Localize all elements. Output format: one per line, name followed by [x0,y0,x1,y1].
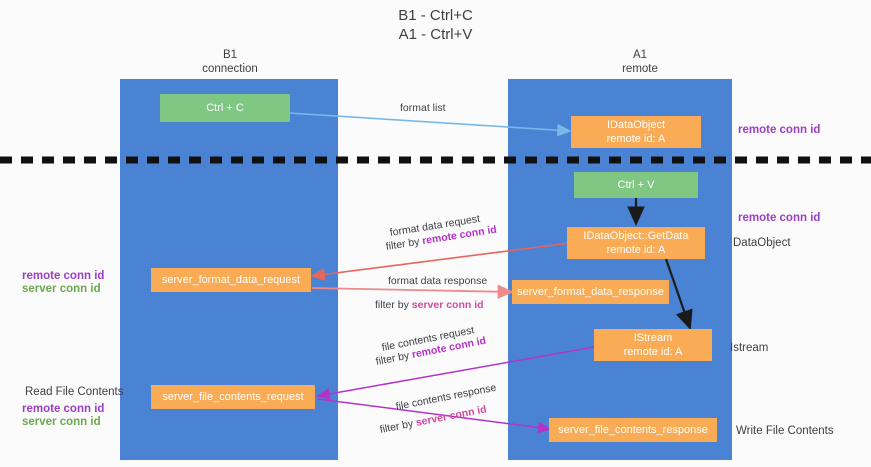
box-idataobject-getdata-subtitle: remote id: A [606,244,666,256]
edge-label-format-data-response-filter: filter by server conn id [375,298,484,313]
filter-prefix: filter by [375,299,409,311]
page-title: B1 - Ctrl+C A1 - Ctrl+V [0,6,871,44]
column-header-b1: B1 connection [150,48,310,76]
right-annotation-data-object: DataObject [733,237,791,249]
column-header-b1-name: B1 [222,49,238,61]
right-annotation-istream: Istream [730,342,769,354]
box-ctrl-c[interactable]: Ctrl + C [160,94,290,122]
box-istream-subtitle: remote id: A [623,346,683,358]
right-annotation-write-file-contents: Write File Contents [736,425,834,437]
box-istream-title: IStream [633,332,673,344]
box-istream[interactable]: IStream remote id: A [594,329,712,361]
box-server-format-data-request[interactable]: server_format_data_request [151,268,311,292]
left-annotation-file-remote-conn-id: remote conn id [22,403,105,415]
title-line-1: B1 - Ctrl+C [398,7,473,24]
box-idataobject-getdata-title: IDataObject::GetData [583,230,689,242]
box-server-file-contents-request-label: server_file_contents_request [162,391,304,403]
edge-label-format-list: format list [400,101,446,116]
left-annotation-file-server-conn-id: server conn id [22,416,101,428]
filter-prefix: filter by [384,235,421,253]
box-ctrl-c-label: Ctrl + C [206,102,244,114]
box-idataobject-title: IDataObject [606,119,666,131]
filter-prefix: filter by [374,349,411,368]
left-annotation-read-file-contents: Read File Contents [25,386,124,398]
edge-label-format-data-response: format data response [388,274,487,289]
box-idataobject[interactable]: IDataObject remote id: A [571,116,701,148]
box-idataobject-getdata[interactable]: IDataObject::GetData remote id: A [567,227,705,259]
box-server-file-contents-response[interactable]: server_file_contents_response [549,418,717,442]
column-header-a1-role: remote [622,63,658,75]
box-ctrl-v-label: Ctrl + V [617,179,655,191]
right-annotation-remote-conn-id-mid: remote conn id [738,212,821,224]
column-header-a1-name: A1 [632,49,648,61]
box-server-format-data-request-label: server_format_data_request [161,274,301,286]
filter-key-server-conn-id: server conn id [411,299,484,311]
box-server-file-contents-response-label: server_file_contents_response [558,424,708,436]
edge-label-format-data-response-text: format data response [388,275,488,287]
column-header-a1: A1 remote [560,48,720,76]
filter-prefix: filter by [378,417,415,436]
box-server-format-data-response[interactable]: server_format_data_response [512,280,669,304]
edge-label-format-list-text: format list [400,102,446,114]
title-line-2: A1 - Ctrl+V [398,26,473,43]
right-annotation-remote-conn-id-top: remote conn id [738,124,821,136]
box-server-file-contents-request[interactable]: server_file_contents_request [151,385,315,409]
box-server-format-data-response-label: server_format_data_response [517,286,664,298]
box-ctrl-v[interactable]: Ctrl + V [574,172,698,198]
left-annotation-server-conn-id: server conn id [22,283,101,295]
column-header-b1-role: connection [202,63,258,75]
box-idataobject-subtitle: remote id: A [606,133,666,145]
left-annotation-remote-conn-id: remote conn id [22,270,105,282]
